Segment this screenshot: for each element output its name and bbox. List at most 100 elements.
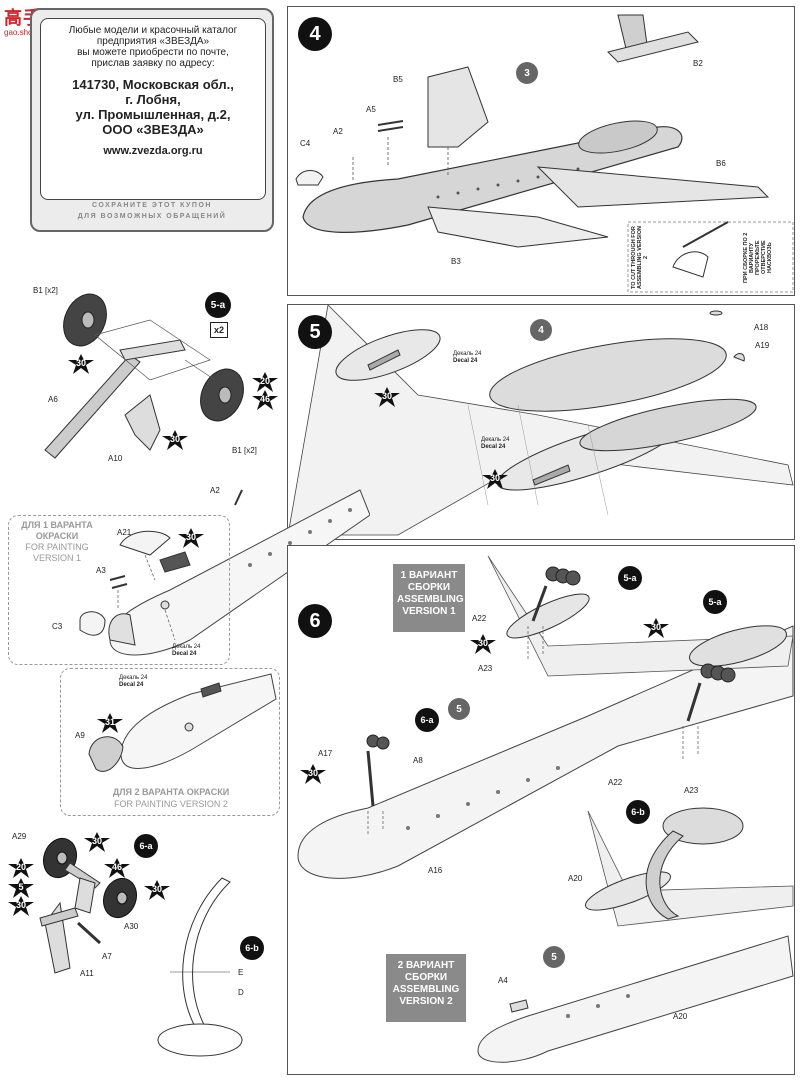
coupon-footer1: СОХРАНИТЕ ЭТОТ КУПОН [92, 202, 212, 209]
step5a-color-46: 46 [252, 390, 278, 410]
paint-version1-box [8, 515, 230, 665]
paint-v2-part-a9: A9 [75, 731, 85, 740]
step5a-part-a10: A10 [108, 454, 123, 463]
coupon-line4: прислав заявку по адресу: [91, 58, 215, 69]
step6-part-a4: A4 [498, 976, 508, 985]
step5a-label: 5-a [205, 292, 231, 318]
coupon-footer2: ДЛЯ ВОЗМОЖНЫХ ОБРАЩЕНИЙ [77, 213, 227, 220]
coupon-addr2: г. Лобня, [125, 92, 181, 107]
step6-color-30b-text: 30 [650, 622, 661, 632]
step6-part-a8: A8 [413, 756, 423, 765]
step5-part-a3: A3 [96, 566, 106, 575]
step6-ref-5a-2: 5-a [703, 590, 727, 614]
step6b-part-d: D [238, 988, 244, 997]
step6a-color-30b: 30 [8, 896, 34, 916]
paint-version1-caption: ДЛЯ 1 ВАРАНТА ОКРАСКИ FOR PAINTING VERSI… [12, 520, 102, 564]
step5-drawing [288, 305, 794, 536]
paint-v2-decal-ru: Декаль 24 [119, 675, 148, 681]
step5a-drawing [44, 293, 244, 459]
paint-v1-ru1: ДЛЯ 1 ВАРАНТА [21, 520, 93, 530]
step5a-color-20: 20 [252, 372, 278, 392]
coupon-addr1: 141730, Московская обл., [72, 77, 234, 92]
step6a-part-a7: A7 [102, 952, 112, 961]
step6-v1-l1: 1 ВАРИАНТ [400, 570, 458, 581]
step5-decal-b-en: Decal 24 [481, 444, 506, 450]
step6a-label: 6-a [134, 834, 158, 858]
step6-color-30a: 30 [470, 634, 496, 654]
step6a-drawing [39, 837, 138, 974]
step6-part-a23a: A23 [478, 664, 493, 673]
step6a-color-30c: 30 [144, 880, 170, 900]
paint-v2-color-31-text: 31 [104, 717, 115, 727]
step6a-color-30a: 30 [84, 832, 110, 852]
step6-part-a23b: A23 [684, 786, 699, 795]
step5-part-c3: C3 [52, 622, 63, 631]
step6a-color-20-text: 20 [15, 862, 26, 872]
paint-v2-ru: ДЛЯ 2 ВАРАНТА ОКРАСКИ [112, 787, 230, 797]
coupon-line2: предприятия «ЗВЕЗДА» [96, 36, 210, 47]
step5-color-30a: 30 [374, 387, 400, 407]
step5a-color-46-text: 46 [259, 394, 270, 404]
step5-part-a2: A2 [210, 486, 220, 495]
step6-v1-l3: ASSEMBLING [397, 594, 464, 605]
step4-part-b6: B6 [716, 159, 726, 168]
step5-decal-a-ru: Декаль 24 [453, 351, 482, 357]
step6-part-a20b: A20 [673, 1012, 688, 1021]
step6-part-a22a: A22 [472, 614, 487, 623]
coupon-website[interactable]: www.zvezda.org.ru [103, 145, 203, 157]
coupon-addr4: ООО «ЗВЕЗДА» [102, 122, 204, 137]
step5a-part-b1b: B1 [x2] [232, 446, 257, 455]
step5-color-30c: 30 [178, 528, 204, 548]
step6b-part-e: E [238, 968, 244, 977]
step6-v1-l4: VERSION 1 [402, 606, 456, 617]
step6a-color-30b-text: 30 [15, 900, 26, 910]
step6-ref-5a-1: 5-a [618, 566, 642, 590]
step6-ref-6b: 6-b [626, 800, 650, 824]
paint-version2-drawing [88, 673, 277, 772]
step6a-color-20: 20 [8, 858, 34, 878]
step5-part-a19: A19 [755, 341, 770, 350]
coupon-line3: вы можете приобрести по почте, [77, 47, 229, 58]
coupon-panel: Любые модели и красочный каталог предпри… [30, 8, 274, 232]
step5-color-30b-text: 30 [489, 473, 500, 483]
step4-note-en: TO CUT THROUGH FOR ASSEMBLING VERSION 2 [631, 226, 649, 289]
step4-part-c4: C4 [300, 139, 311, 148]
step6a-color-30a-text: 30 [91, 836, 102, 846]
step6-v2-l2: СБОРКИ [404, 972, 448, 983]
step5a-qty: x2 [210, 322, 228, 338]
step5-decal-c-en: Decal 24 [172, 651, 197, 657]
step6-v2-l4: VERSION 2 [399, 996, 453, 1007]
step4-number: 4 [298, 17, 332, 51]
paint-v2-decal-en: Decal 24 [119, 682, 144, 688]
step6-sub-bubble-1: 5 [448, 698, 470, 720]
coupon-line1: Любые модели и красочный каталог [68, 25, 238, 36]
step5a-color-30a-text: 30 [75, 358, 86, 368]
step5-decal-a-en: Decal 24 [453, 358, 478, 364]
step6-number: 6 [298, 604, 332, 638]
step4-panel: 4 3 B2 B5 A5 A2 C4 B6 B3 TO CUT THROUGH … [287, 6, 795, 296]
step5-part-a18: A18 [754, 323, 769, 332]
step4-part-b3: B3 [451, 257, 461, 266]
step6-part-a20a: A20 [568, 874, 583, 883]
step6a-color-5-text: 5 [18, 882, 24, 892]
step4-note-ru: ПРИ СБОРКЕ ПО 2 ВАРИАНТУ ПРОРЕЖЬТЕ ОТВЕР… [743, 232, 773, 283]
step5-sub-bubble: 4 [530, 319, 552, 341]
step6-sub-bubble-2: 5 [543, 946, 565, 968]
paint-v2-color-31: 31 [97, 713, 123, 733]
step6a-color-46-text: 46 [111, 862, 122, 872]
step6a-color-30c-text: 30 [151, 884, 162, 894]
step6b-area: E D 6-b [150, 870, 290, 1070]
step5-decal-b-ru: Декаль 24 [481, 437, 510, 443]
step6a-part-a29: A29 [12, 832, 27, 841]
step6a-part-a11: A11 [80, 969, 94, 978]
step6-v1-l2: СБОРКИ [407, 582, 451, 593]
step6a-color-46: 46 [104, 858, 130, 878]
step5-number: 5 [298, 315, 332, 349]
step4-drawing [295, 14, 794, 293]
coupon-inner: Любые модели и красочный каталог предпри… [40, 18, 266, 200]
step5-part-a21: A21 [117, 528, 132, 537]
paint-v1-ru2: ОКРАСКИ [35, 531, 79, 541]
step5a-area: B1 [x2] B1 [x2] A6 A10 5-a x2 30 30 20 4… [0, 280, 290, 470]
